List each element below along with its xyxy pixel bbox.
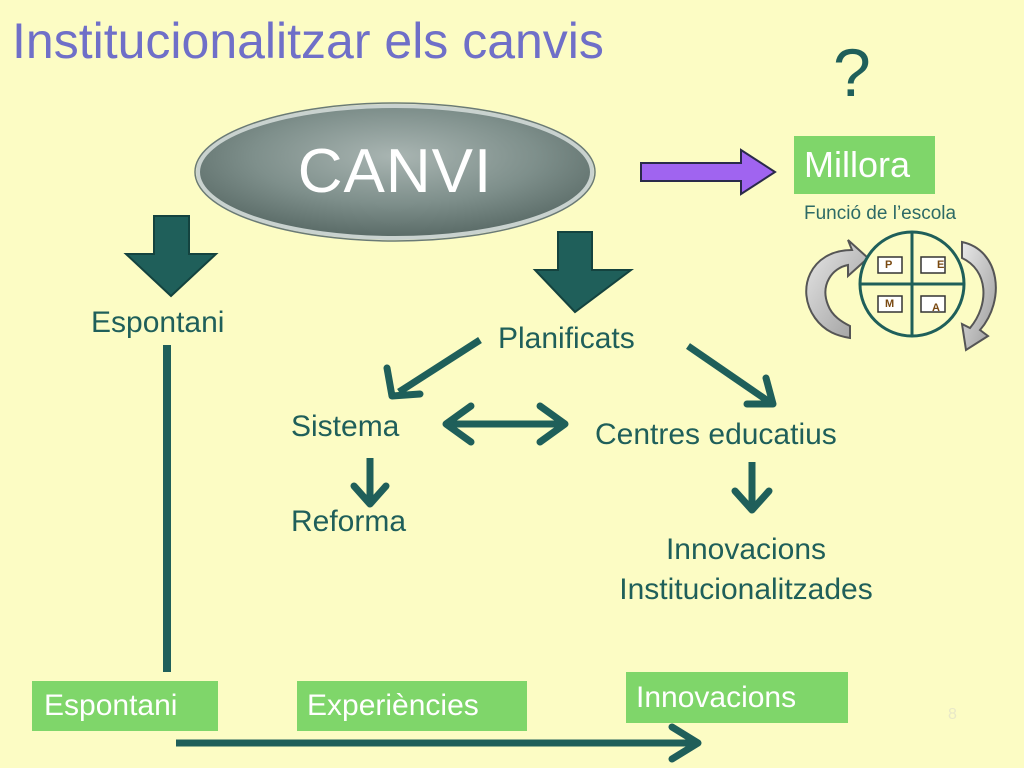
arrow-to-innovacions [731, 487, 773, 514]
cycle-letter-e: E [937, 259, 945, 271]
label-innovacions-institucionalitzades: Innovacions Institucionalitzades [619, 533, 873, 606]
canvi-oval [196, 104, 594, 240]
arrow-to-reforma [350, 482, 390, 508]
cycle-letter-m: M [885, 298, 895, 310]
label-reforma: Reforma [291, 505, 407, 538]
cycle-letter-p: P [885, 259, 893, 271]
arrow-to-sistema [383, 364, 424, 400]
down-arrow-center [532, 231, 634, 314]
canvi-label: CANVI [297, 137, 493, 206]
purple-arrow [640, 148, 777, 196]
cycle-letter-a: A [932, 302, 940, 314]
curved-arrow-right-icon [960, 240, 997, 352]
box-experiencies: Experiències [297, 681, 527, 731]
funcio-caption: Funció de l’escola [804, 203, 957, 224]
question-mark: ? [833, 35, 871, 111]
arrow-to-centres [743, 374, 777, 408]
curved-arrow-left-icon [805, 239, 870, 340]
slide-title: Institucionalitzar els canvis [12, 13, 604, 69]
label-sistema: Sistema [291, 410, 400, 443]
cycle-graphic [805, 230, 997, 352]
slide-number: 8 [948, 706, 957, 723]
millora-box: Millora [794, 136, 935, 194]
down-arrow-left [123, 215, 219, 298]
label-planificats: Planificats [498, 322, 635, 355]
box-espontani: Espontani [32, 681, 218, 731]
box-innovacions: Innovacions [626, 672, 848, 723]
label-espontani: Espontani [91, 306, 225, 339]
label-centres-educatius: Centres educatius [595, 418, 837, 451]
